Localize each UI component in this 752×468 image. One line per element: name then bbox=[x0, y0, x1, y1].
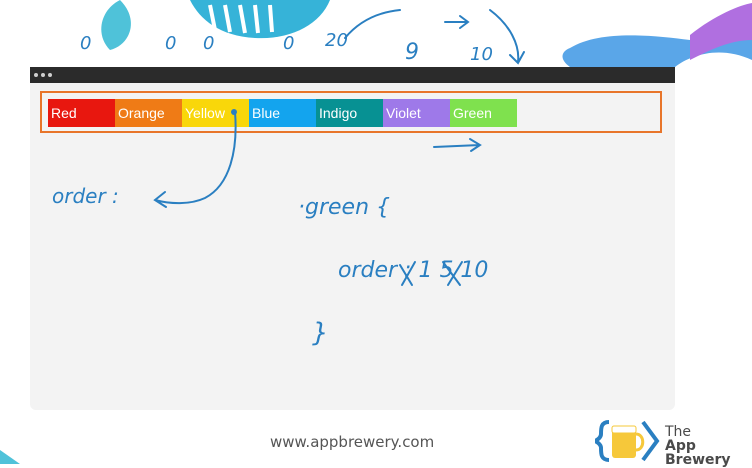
flex-item-red: Red bbox=[48, 99, 115, 127]
flex-container-outline: Red Orange Yellow Blue Indigo Violet Gre… bbox=[40, 91, 662, 133]
flex-item-label: Red bbox=[51, 105, 77, 121]
flex-container: Red Orange Yellow Blue Indigo Violet Gre… bbox=[48, 99, 517, 127]
flex-item-green: Green bbox=[450, 99, 517, 127]
flex-item-orange: Orange bbox=[115, 99, 182, 127]
order-number-annotation: 20 bbox=[325, 30, 348, 51]
brand-line-2: App Brewery bbox=[665, 439, 752, 467]
order-label-annotation: order : bbox=[52, 184, 119, 208]
window-dot-icon[interactable] bbox=[48, 73, 52, 77]
window-dot-icon[interactable] bbox=[34, 73, 38, 77]
window-titlebar bbox=[30, 67, 675, 83]
css-closing-brace-annotation: } bbox=[312, 318, 329, 348]
order-number-annotation: 0 bbox=[203, 33, 214, 54]
corner-shape bbox=[0, 450, 20, 464]
flex-item-indigo: Indigo bbox=[316, 99, 383, 127]
flex-item-label: Indigo bbox=[319, 105, 357, 121]
order-number-annotation: 0 bbox=[283, 33, 294, 54]
order-number-annotation: 9 bbox=[405, 40, 419, 65]
flex-item-blue: Blue bbox=[249, 99, 316, 127]
app-brewery-logo-icon bbox=[595, 418, 660, 464]
flex-item-label: Orange bbox=[118, 105, 165, 121]
flex-item-yellow: Yellow bbox=[182, 99, 249, 127]
flex-item-label: Green bbox=[453, 105, 492, 121]
css-declaration-annotation: order : 1 5 10 bbox=[338, 258, 488, 283]
browser-window: Red Orange Yellow Blue Indigo Violet Gre… bbox=[30, 67, 675, 410]
footer-url[interactable]: www.appbrewery.com bbox=[270, 433, 434, 451]
order-number-annotation: 0 bbox=[80, 33, 91, 54]
flex-item-label: Blue bbox=[252, 105, 280, 121]
order-number-annotation: 10 bbox=[470, 44, 493, 65]
brand-name: The App Brewery bbox=[665, 425, 752, 467]
teal-blob-shape bbox=[101, 0, 131, 50]
window-dot-icon[interactable] bbox=[41, 73, 45, 77]
order-number-annotation: 0 bbox=[165, 33, 176, 54]
flex-item-violet: Violet bbox=[383, 99, 450, 127]
css-selector-annotation: ·green { bbox=[298, 195, 390, 220]
flex-item-label: Yellow bbox=[185, 105, 225, 121]
flex-item-label: Violet bbox=[386, 105, 421, 121]
